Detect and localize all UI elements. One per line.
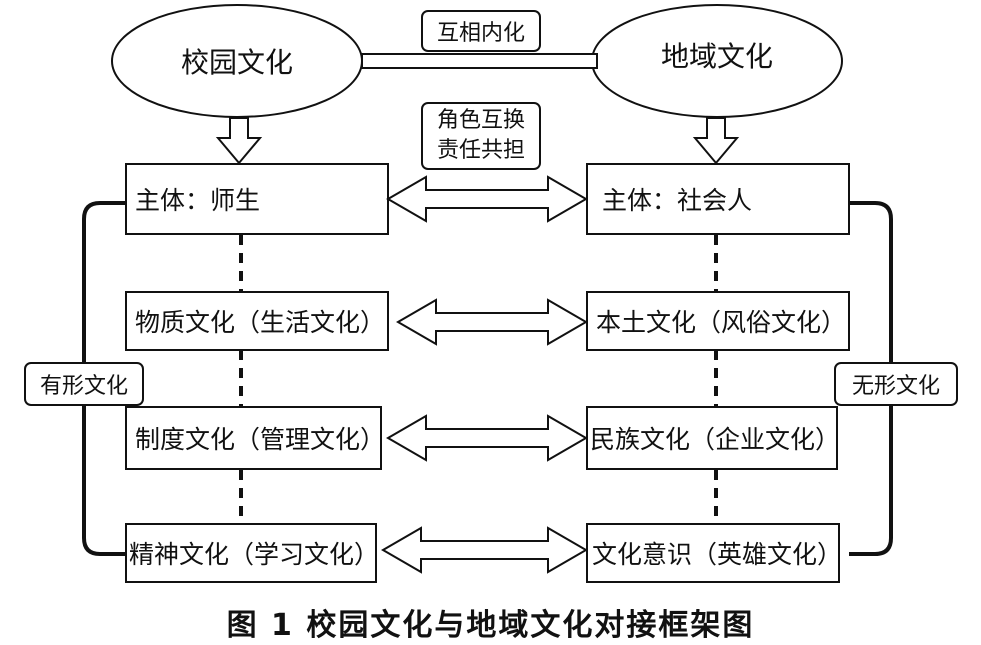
regional-culture-label: 地域文化 [660,40,773,73]
role-exchange-tag [421,102,541,170]
mutual-internalization-tag [421,10,541,52]
down-arrow-left [215,117,263,165]
right-item-local: 本土文化（风俗文化） [596,308,847,337]
left-item-spiritual: 精神文化（学习文化） [129,540,380,569]
right-box-local [586,291,850,351]
oval-connector-bar [361,53,598,69]
left-box-spiritual [125,523,377,583]
left-box-material [125,291,389,351]
figure-caption: 图 1 校园文化与地域文化对接框架图 [226,608,755,643]
mutual-internalization-label: 互相内化 [436,21,525,46]
right-box-awareness [586,523,840,583]
double-arrow-row-4 [381,526,588,574]
role-exchange-label: 角色互换 责任共担 [422,103,540,169]
right-item-awareness: 文化意识（英雄文化） [592,540,843,569]
intangible-culture-tag-box [834,362,958,406]
down-arrow-right [692,117,740,165]
double-arrow-row-3 [386,414,588,462]
right-item-subject: 主体：社会人 [602,186,753,215]
double-arrow-row-2 [396,298,588,346]
left-box-institutional [125,406,382,470]
intangible-culture-label: 无形文化 [851,374,940,399]
tangible-culture-tag-box [24,362,144,406]
role-exchange-line-1: 角色互换 [436,108,525,133]
role-exchange-line-2: 责任共担 [436,138,525,163]
double-arrow-row-1 [386,175,588,223]
right-box-subject [586,163,850,235]
tangible-culture-label: 有形文化 [39,374,128,399]
right-item-ethnic: 民族文化（企业文化） [590,425,841,454]
left-item-material: 物质文化（生活文化） [135,308,386,337]
left-item-subject: 主体：师生 [135,186,261,215]
left-item-institutional: 制度文化（管理文化） [135,425,386,454]
campus-culture-label: 校园文化 [180,46,293,79]
